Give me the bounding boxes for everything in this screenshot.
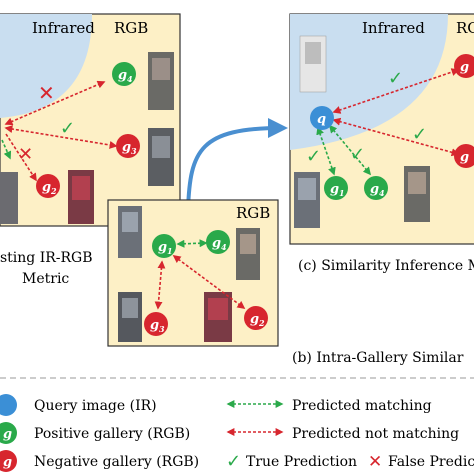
- panel-a-caption-line1: sting IR-RGB: [0, 250, 93, 266]
- svg-text:g: g: [118, 68, 127, 83]
- legend-query: Query image (IR): [0, 394, 157, 416]
- svg-text:g: g: [212, 236, 221, 251]
- panel-c-rgb-label: RGB: [456, 19, 474, 37]
- not-matching-arrow: [172, 255, 246, 309]
- svg-text:g: g: [3, 427, 12, 442]
- legend-positive: g Positive gallery (RGB): [0, 422, 190, 444]
- panel-a-caption-line2: Metric: [22, 271, 69, 287]
- panel-a: Infrared RGB ✕ ✕ ✓ g 4 g 3 g: [0, 13, 181, 227]
- true-prediction-icon: ✓: [306, 146, 321, 167]
- svg-text:g: g: [3, 455, 12, 470]
- svg-text:Predicted not matching: Predicted not matching: [292, 426, 459, 442]
- node-g4: g 4: [206, 230, 230, 254]
- node-g1: g 1: [324, 176, 348, 200]
- node-g4: g 4: [364, 176, 388, 200]
- node-g2: g 2: [36, 174, 60, 198]
- panel-c-infrared-label: Infrared: [362, 19, 425, 37]
- flow-arrow: [186, 118, 288, 211]
- true-prediction-icon: ✓: [226, 451, 241, 472]
- person-image: [0, 172, 18, 224]
- panel-b-rgb-label: RGB: [236, 204, 270, 222]
- svg-text:2: 2: [50, 186, 57, 196]
- svg-text:2: 2: [258, 318, 265, 328]
- panel-b-caption: (b) Intra-Gallery Similar: [292, 350, 464, 366]
- not-matching-arrow: [154, 260, 166, 310]
- svg-text:g: g: [42, 180, 51, 195]
- matching-arrow: [328, 124, 372, 176]
- svg-text:1: 1: [167, 246, 173, 256]
- node-g1: g 1: [152, 234, 176, 258]
- svg-text:g: g: [122, 140, 131, 155]
- legend-predicted-matching: Predicted matching: [226, 398, 432, 414]
- true-prediction-icon: ✓: [350, 144, 365, 165]
- panel-c: Infrared RGB ✓ ✓ ✓ ✓ q g g g 1: [289, 13, 474, 245]
- node-g2: g 2: [244, 306, 268, 330]
- panel-c-caption: (c) Similarity Inference M: [298, 258, 474, 274]
- svg-text:g: g: [370, 182, 379, 197]
- legend-negative: g Negative gallery (RGB): [0, 450, 199, 472]
- svg-text:4: 4: [379, 188, 385, 198]
- svg-text:4: 4: [221, 242, 227, 252]
- svg-text:Negative gallery (RGB): Negative gallery (RGB): [34, 454, 199, 470]
- svg-text:q: q: [317, 112, 326, 127]
- svg-text:g: g: [158, 240, 167, 255]
- true-prediction-icon: ✓: [388, 68, 403, 89]
- false-prediction-icon: ✕: [18, 144, 33, 165]
- svg-text:Positive gallery (RGB): Positive gallery (RGB): [34, 426, 190, 442]
- node-g3: g: [454, 144, 474, 168]
- legend-false-prediction: ✕ False Predic: [368, 452, 474, 472]
- svg-text:1: 1: [339, 188, 345, 198]
- svg-text:False Predic: False Predic: [388, 454, 474, 470]
- svg-text:True Prediction: True Prediction: [246, 454, 357, 470]
- not-matching-arrow: [5, 133, 37, 182]
- panel-b: RGB g 1 g 4 g 3 g 2: [107, 199, 279, 347]
- matching-arrow: [1, 139, 12, 160]
- svg-text:3: 3: [131, 146, 137, 156]
- legend: Query image (IR) g Positive gallery (RGB…: [0, 394, 474, 472]
- false-prediction-icon: ✕: [368, 452, 382, 472]
- node-g3: g 3: [144, 312, 168, 336]
- svg-text:g: g: [330, 182, 339, 197]
- false-prediction-icon: ✕: [38, 81, 55, 105]
- svg-text:Predicted matching: Predicted matching: [292, 398, 432, 414]
- svg-text:Query image (IR): Query image (IR): [34, 398, 157, 414]
- legend-true-prediction: ✓ True Prediction: [226, 451, 357, 472]
- true-prediction-icon: ✓: [412, 124, 427, 145]
- node-g4: g 4: [112, 62, 136, 86]
- svg-text:g: g: [460, 150, 469, 165]
- svg-text:g: g: [460, 60, 469, 75]
- node-q: q: [310, 106, 334, 130]
- node-g4: g: [454, 54, 474, 78]
- legend-predicted-not-matching: Predicted not matching: [226, 426, 459, 442]
- true-prediction-icon: ✓: [60, 118, 75, 139]
- not-matching-arrow: [4, 125, 118, 149]
- node-g3: g 3: [116, 134, 140, 158]
- not-matching-arrow: [4, 80, 106, 126]
- svg-text:4: 4: [127, 74, 133, 84]
- svg-text:g: g: [250, 312, 259, 327]
- panel-a-infrared-label: Infrared: [32, 19, 95, 37]
- panel-a-rgb-label: RGB: [114, 19, 148, 37]
- svg-text:g: g: [150, 318, 159, 333]
- svg-text:3: 3: [159, 324, 165, 334]
- not-matching-arrow: [332, 68, 460, 114]
